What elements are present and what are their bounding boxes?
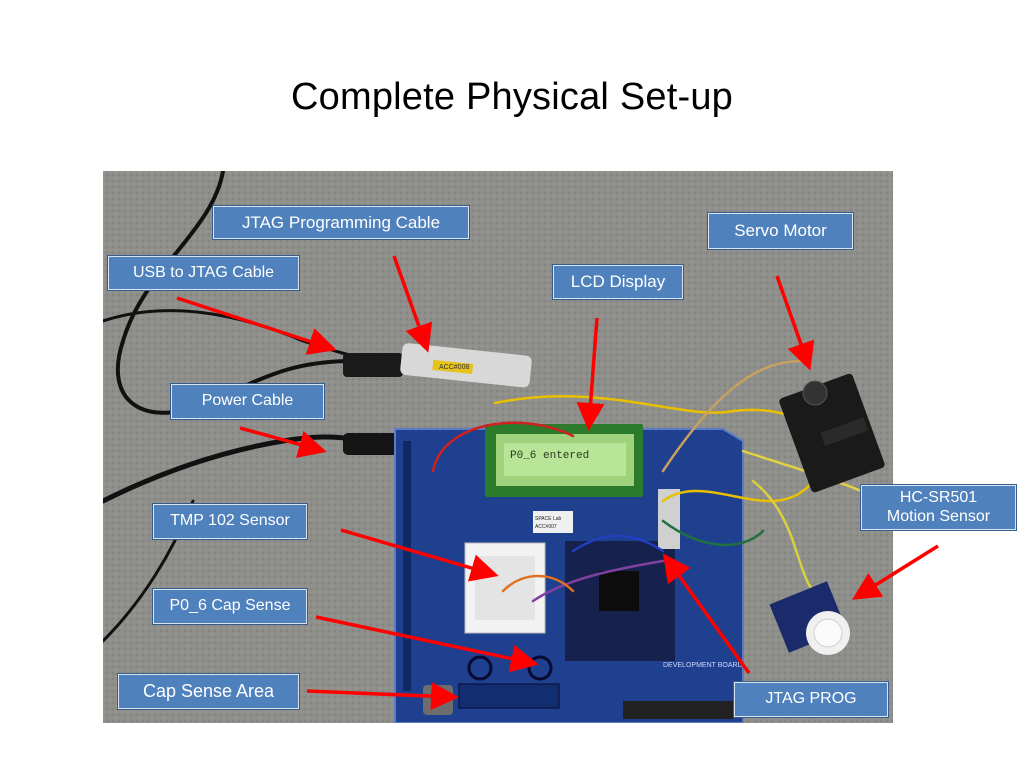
arrow-p06 <box>315 615 539 673</box>
arrow-servo <box>775 275 815 371</box>
arrow-usb-jtag <box>176 296 337 355</box>
arrow-power <box>239 426 327 458</box>
dongle-label: ACC#008 <box>439 364 469 371</box>
svg-text:SPACE Lab: SPACE Lab <box>535 516 562 522</box>
arrow-capsense-area <box>306 682 459 711</box>
callout-power-cable: Power Cable <box>170 383 325 420</box>
arrow-jtag-prog <box>662 553 751 675</box>
arrow-lcd <box>576 317 605 431</box>
callout-servo-motor: Servo Motor <box>707 212 854 250</box>
callout-jtag-programming-cable: JTAG Programming Cable <box>212 205 470 240</box>
svg-text:ACC#007: ACC#007 <box>535 524 557 530</box>
arrow-motion <box>852 544 939 600</box>
arrow-tmp102 <box>340 528 499 582</box>
callout-usb-to-jtag-cable: USB to JTAG Cable <box>107 255 300 291</box>
motion-sensor <box>769 581 850 655</box>
arrow-jtag-cable <box>392 255 433 353</box>
callout-lcd-display: LCD Display <box>552 264 684 300</box>
callout-tmp102-sensor: TMP 102 Sensor <box>152 503 308 540</box>
lcd-readout: P0_6 entered <box>510 450 589 462</box>
callout-hc-sr501-motion-sensor: HC-SR501 Motion Sensor <box>860 484 1017 531</box>
callout-cap-sense-area: Cap Sense Area <box>117 673 300 710</box>
asset-tag: SPACE Lab ACC#007 <box>533 511 573 533</box>
power-cable-plug <box>343 433 403 455</box>
servo-motor <box>779 373 885 493</box>
usb-jtag-dongle: ACC#008 <box>343 343 532 388</box>
board-label: DEVELOPMENT BOARD <box>663 662 743 669</box>
callout-p0-6-cap-sense: P0_6 Cap Sense <box>152 588 308 625</box>
callout-jtag-prog: JTAG PROG <box>733 681 889 718</box>
slide-title: Complete Physical Set-up <box>290 76 733 118</box>
lcd-module: P0_6 entered <box>485 424 643 497</box>
